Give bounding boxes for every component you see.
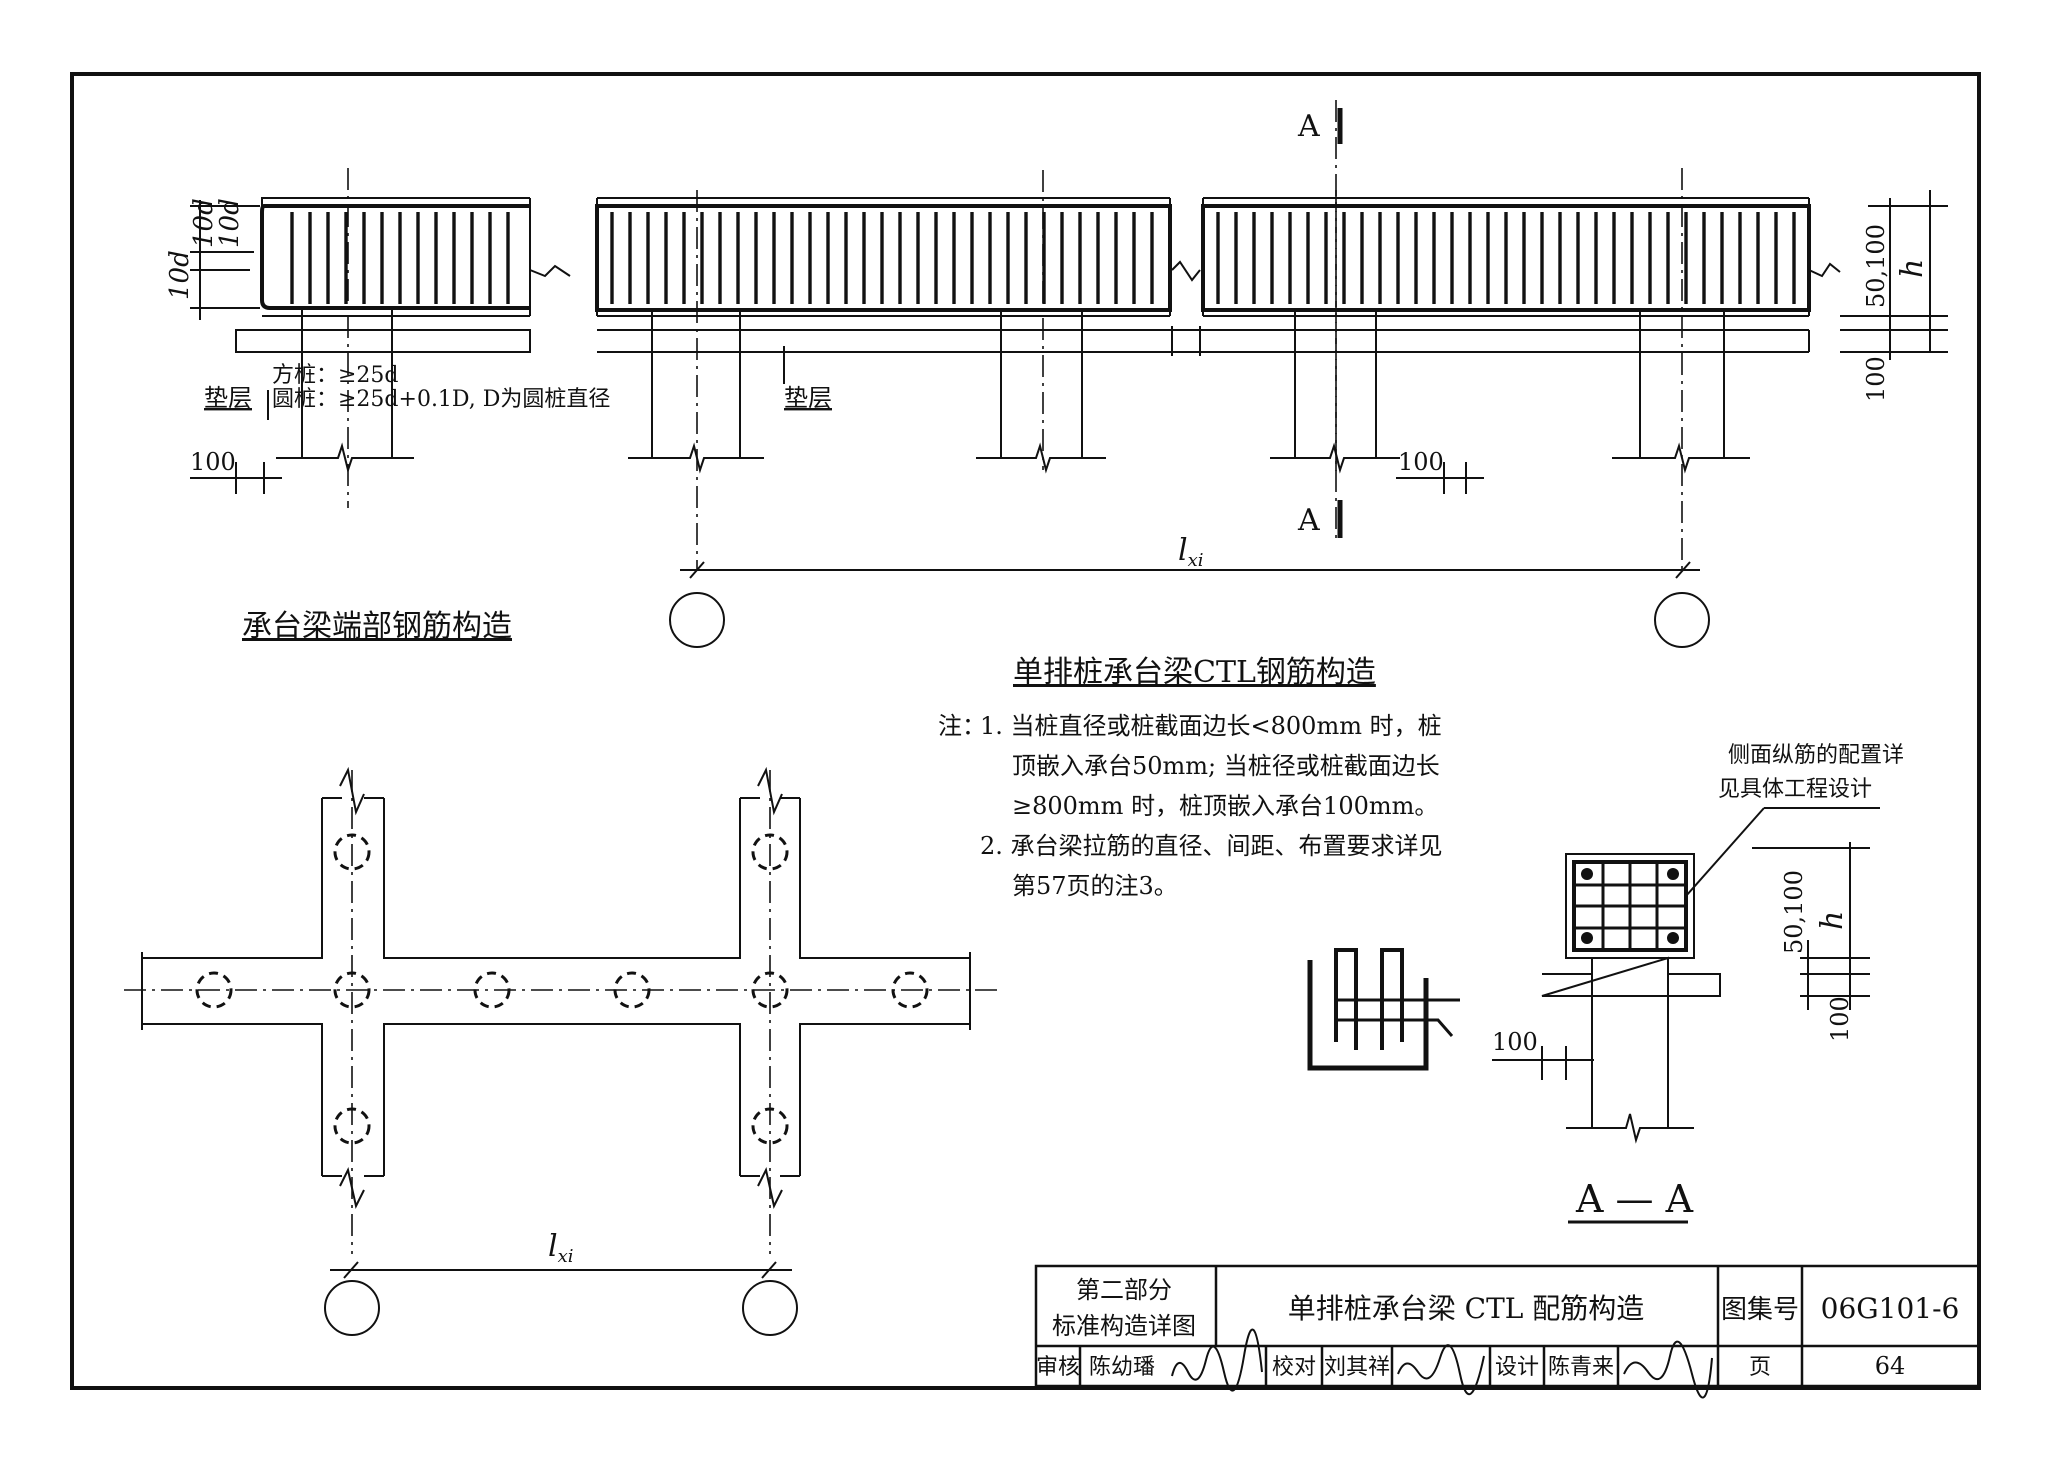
atlas-number: 06G101-6 <box>1821 1292 1960 1325</box>
plan-span-label: lxi <box>548 1229 574 1267</box>
designer-signature <box>1623 1340 1713 1399</box>
dim-10d-side: 10d <box>165 250 195 300</box>
pile-3 <box>976 308 1106 474</box>
dim-10d-side-top: 10d <box>215 198 245 248</box>
tie-detail <box>1307 948 1460 1071</box>
section-title: A — A <box>1575 1177 1694 1221</box>
pile-plan <box>751 833 789 871</box>
pile-plan <box>751 971 789 1009</box>
pile-plan <box>891 971 929 1009</box>
check-label: 校对 <box>1272 1355 1316 1380</box>
part-line-1: 第二部分 <box>1076 1276 1172 1304</box>
cushion-label-right: 垫层 <box>784 384 832 412</box>
end-detail-title: 承台梁端部钢筋构造 <box>242 609 512 644</box>
dim-50100-right: 50,100 <box>1862 224 1890 308</box>
pile-plan <box>751 1107 789 1145</box>
rebar <box>1667 932 1679 944</box>
note-line-4: 2. 承台梁拉筋的直径、间距、布置要求详见 <box>980 832 1443 860</box>
section-dim-100-right: 100 <box>1826 996 1854 1042</box>
reviewer-signature <box>1171 1328 1263 1392</box>
note-line-1: 1. 当桩直径或桩截面边长<800mm 时，桩 <box>980 712 1442 740</box>
section-aa: 侧面纵筋的配置详 见具体工程设计 50,100 h 100 100 A — A <box>1492 743 1904 1224</box>
design-label: 设计 <box>1495 1355 1539 1380</box>
side-rebar-note-1: 侧面纵筋的配置详 <box>1728 743 1904 768</box>
drawing-title: 单排桩承台梁 CTL 配筋构造 <box>1288 1292 1645 1325</box>
plan-axis-bubble-left <box>324 1280 380 1336</box>
pile-plan <box>333 1107 371 1145</box>
dim-100-left: 100 <box>190 448 236 476</box>
notes: 注： 1. 当桩直径或桩截面边长<800mm 时，桩 顶嵌入承台50mm; 当桩… <box>938 712 1443 900</box>
pile-2 <box>628 308 764 474</box>
plan-axis-bubble-right <box>742 1280 798 1336</box>
cushion-label-left: 垫层 <box>204 384 252 412</box>
notes-prefix: 注： <box>938 712 986 740</box>
pile-plan <box>473 971 511 1009</box>
axis-bubble-left <box>669 592 725 648</box>
axis-bubble-right <box>1654 592 1710 648</box>
note-line-5: 第57页的注3。 <box>1012 872 1178 900</box>
pile-plan <box>333 971 371 1009</box>
dim-10d-top: 10d <box>189 198 219 248</box>
pile-square-note: 方桩：≥25d <box>272 363 399 388</box>
plan-view: lxi <box>124 766 1000 1336</box>
section-dim-h: h <box>1815 911 1850 930</box>
pile-4 <box>1270 308 1400 474</box>
section-mark-top: A <box>1297 109 1320 144</box>
section-mark-bottom: A <box>1297 503 1320 538</box>
pile-1 <box>276 308 414 474</box>
pile-plan <box>195 971 233 1009</box>
pile-plan <box>333 833 371 871</box>
page-label: 页 <box>1749 1355 1771 1380</box>
title-block: 第二部分 标准构造详图 单排桩承台梁 CTL 配筋构造 图集号 06G101-6… <box>1034 1264 1981 1399</box>
section-dim-100-left: 100 <box>1492 1028 1538 1056</box>
page-number: 64 <box>1875 1352 1906 1380</box>
side-rebar-note-2: 见具体工程设计 <box>1718 777 1872 802</box>
stirrups <box>290 212 1796 304</box>
pile-5 <box>1612 308 1750 474</box>
pile-plan <box>613 971 651 1009</box>
checker-name: 刘其祥 <box>1324 1355 1390 1380</box>
dim-100-mid: 100 <box>1398 448 1444 476</box>
dim-h-right: h <box>1895 259 1930 278</box>
review-label: 审核 <box>1036 1355 1080 1380</box>
span-label: lxi <box>1178 533 1204 571</box>
part-line-2: 标准构造详图 <box>1052 1312 1196 1340</box>
rebar <box>1581 868 1593 880</box>
pile-round-note: 圆桩：≥25d+0.1D, D为圆桩直径 <box>272 387 610 412</box>
rebar <box>1667 868 1679 880</box>
note-line-3: ≥800mm 时，桩顶嵌入承台100mm。 <box>1012 792 1438 820</box>
rebar <box>1581 932 1593 944</box>
section-dim-50100: 50,100 <box>1780 870 1808 954</box>
checker-signature <box>1397 1344 1485 1396</box>
elevation-view: A A lxi 10d 10d 10d 方桩：≥25d 圆桩：≥25d+0.1D… <box>165 100 1948 648</box>
main-detail-title: 单排桩承台梁CTL钢筋构造 <box>1013 655 1376 690</box>
reviewer-name: 陈幼璠 <box>1089 1355 1155 1380</box>
dim-100-right: 100 <box>1862 356 1890 402</box>
atlas-label: 图集号 <box>1721 1295 1799 1325</box>
sheet-border <box>70 72 1981 1390</box>
designer-name: 陈青来 <box>1548 1355 1614 1380</box>
note-line-2: 顶嵌入承台50mm; 当桩径或桩截面边长 <box>1012 752 1440 780</box>
